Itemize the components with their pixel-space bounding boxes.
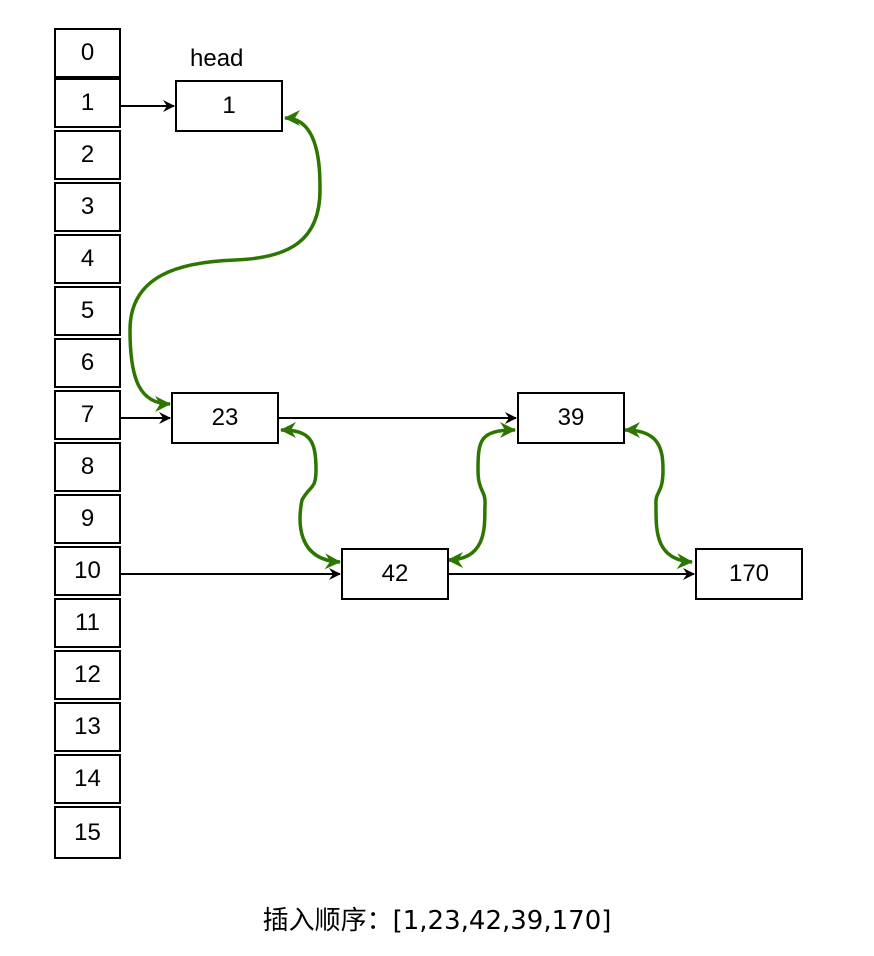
node-1: 1: [175, 80, 283, 132]
bucket-7: 7: [54, 390, 121, 440]
node-39: 39: [517, 392, 625, 444]
insertion-order-edges: [128, 110, 693, 570]
insertion-order-caption: 插入顺序：[1,23,42,39,170]: [262, 906, 612, 936]
node-170: 170: [695, 548, 803, 600]
bucket-14: 14: [54, 754, 121, 804]
bucket-0: 0: [54, 28, 121, 78]
bucket-2: 2: [54, 130, 121, 180]
bucket-10: 10: [54, 546, 121, 596]
bucket-13: 13: [54, 702, 121, 752]
node-42: 42: [341, 548, 449, 600]
bucket-9: 9: [54, 494, 121, 544]
bucket-8: 8: [54, 442, 121, 492]
bucket-3: 3: [54, 182, 121, 232]
bucket-5: 5: [54, 286, 121, 336]
bucket-15: 15: [54, 806, 121, 859]
bucket-12: 12: [54, 650, 121, 700]
node-23: 23: [171, 392, 279, 444]
chain-edges: [121, 100, 695, 580]
bucket-11: 11: [54, 598, 121, 648]
head-label: head: [190, 45, 244, 72]
bucket-6: 6: [54, 338, 121, 388]
bucket-4: 4: [54, 234, 121, 284]
bucket-1: 1: [54, 78, 121, 128]
